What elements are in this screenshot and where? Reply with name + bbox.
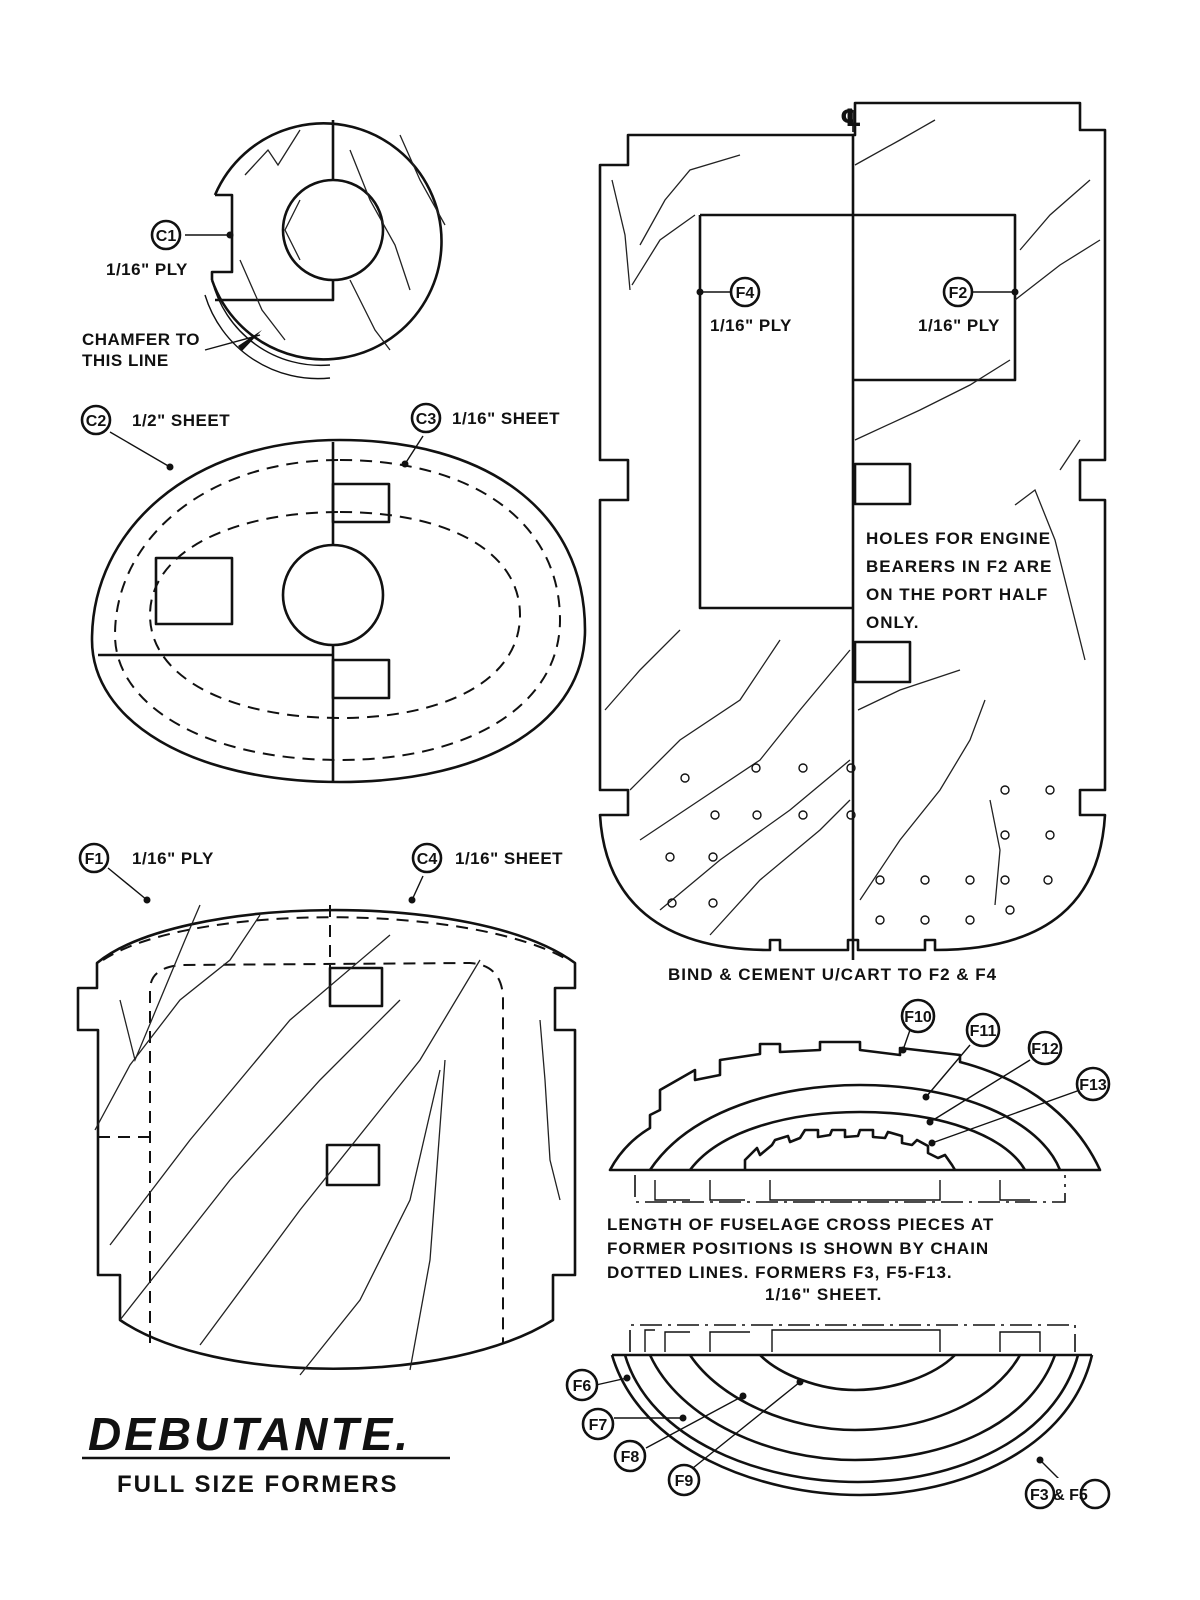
c3-dashed-outline (113, 458, 562, 762)
f6-arc (623, 1354, 1080, 1484)
f1-upper-slot (328, 966, 384, 1008)
c2-outer-edge (90, 438, 587, 784)
f7-tag-circle (581, 1407, 615, 1441)
c3-tag-circle (410, 402, 442, 434)
c4-dashed-outline (102, 916, 569, 961)
f10-tag: F10 (904, 1009, 932, 1026)
f7-arc (648, 1354, 1057, 1462)
chamfer-arrow (238, 330, 262, 351)
f13-tag-circle (1075, 1066, 1111, 1102)
c1-split-line (215, 280, 335, 302)
f4-tag-circle (729, 276, 761, 308)
c4-tag-circle (411, 842, 443, 874)
c3-material: 1/16" SHEET (452, 409, 560, 428)
f3-f5-arc (610, 1354, 1094, 1497)
f9-tag-circle (667, 1463, 701, 1497)
f4-cutout (698, 215, 853, 610)
c1-outer-edge (210, 122, 443, 361)
f2-f4-outline (598, 101, 1107, 952)
f4-material: 1/16" PLY (710, 316, 792, 335)
f4-tag: F4 (736, 285, 755, 302)
drawing-title: DEBUTANTE. (88, 1408, 411, 1460)
chamfer-note-line1: CHAMFER TO (82, 330, 200, 349)
f7-tag: F7 (589, 1417, 608, 1434)
f1-outline (76, 908, 577, 1371)
f1-material: 1/16" PLY (132, 849, 214, 868)
c2-tag-circle (80, 404, 112, 436)
f9-arc (759, 1354, 956, 1392)
f1-tag-circle (78, 842, 110, 874)
part-f2-f4: ℄ F4 1/16" PLY F2 1/16" PLY HOLES FOR EN… (598, 101, 1107, 984)
c3-tag: C3 (416, 411, 437, 428)
bind-note: BIND & CEMENT U/CART TO F2 & F4 (668, 965, 997, 984)
f3-f5-tag: F3 & F5 (1030, 1487, 1088, 1504)
c4-material: 1/16" SHEET (455, 849, 563, 868)
engine-note-line2: BEARERS IN F2 ARE (866, 557, 1052, 576)
f8-tag: F8 (621, 1449, 640, 1466)
engine-note-line4: ONLY. (866, 613, 920, 632)
engine-note-line1: HOLES FOR ENGINE (866, 529, 1051, 548)
f1-tag: F1 (85, 851, 104, 868)
c1-tag: C1 (156, 228, 177, 245)
cross-pieces-note: LENGTH OF FUSELAGE CROSS PIECES AT FORME… (607, 1215, 994, 1304)
f13-tag: F13 (1079, 1077, 1107, 1094)
f10-outline (608, 1040, 1102, 1172)
f12-tag-circle (1027, 1030, 1063, 1066)
f2-material: 1/16" PLY (918, 316, 1000, 335)
f2-tag-circle (942, 276, 974, 308)
title-block: DEBUTANTE. FULL SIZE FORMERS (82, 1408, 450, 1498)
part-c2-c3: C2 1/2" SHEET C3 1/16" SHEET (80, 402, 587, 784)
svg-text:1/16" SHEET.: 1/16" SHEET. (765, 1285, 882, 1304)
f12-tag: F12 (1031, 1041, 1059, 1058)
svg-text:FORMER POSITIONS IS SHOWN BY C: FORMER POSITIONS IS SHOWN BY CHAIN (607, 1239, 989, 1258)
c2-lower-slot (331, 658, 391, 700)
f6-tag-circle (565, 1368, 599, 1402)
svg-text:LENGTH OF FUSELAGE CROSS PIECE: LENGTH OF FUSELAGE CROSS PIECES AT (607, 1215, 994, 1234)
f13-outline (743, 1128, 957, 1171)
f9-tag: F9 (675, 1473, 694, 1490)
f8-arc (688, 1354, 1022, 1432)
c4-tag: C4 (417, 851, 438, 868)
engine-note-line3: ON THE PORT HALF (866, 585, 1048, 604)
c1-tag-circle (150, 219, 182, 251)
f10-tag-circle (900, 998, 936, 1034)
f11-tag: F11 (970, 1023, 997, 1040)
centerline-symbol: ℄ (840, 105, 864, 132)
f2-tag: F2 (949, 285, 968, 302)
f1-lower-slot (325, 1143, 381, 1187)
chamfer-note-line2: THIS LINE (82, 351, 169, 370)
f11-arc (648, 1083, 1062, 1171)
c2-upper-slot (331, 482, 391, 524)
c1-notch (210, 193, 234, 280)
c2-tag: C2 (86, 413, 107, 430)
part-f1-c4: F1 1/16" PLY C4 1/16" SHEET (76, 842, 577, 1376)
f11-tag-circle (965, 1012, 1001, 1048)
upper-formers: F10 F11 F12 F13 (608, 998, 1111, 1203)
c2-square-cutout (154, 556, 234, 626)
c1-material: 1/16" PLY (106, 260, 188, 279)
engine-bearer-hole-2 (853, 640, 912, 684)
svg-text:DOTTED LINES. FORMERS F3, F5-: DOTTED LINES. FORMERS F3, F5-F13. (607, 1263, 953, 1282)
f12-arc (688, 1110, 1027, 1171)
lower-formers: F6 F7 F8 F9 F3 & F5 (565, 1324, 1114, 1510)
engine-bearer-hole-1 (853, 462, 912, 506)
drawing-subtitle: FULL SIZE FORMERS (117, 1471, 399, 1498)
f6-tag: F6 (573, 1378, 592, 1395)
c2-material: 1/2" SHEET (132, 411, 230, 430)
lightening-holes (665, 763, 1055, 925)
part-c1: C1 1/16" PLY CHAMFER TO THIS LINE (82, 120, 446, 380)
f8-tag-circle (613, 1439, 647, 1473)
c2-center-hole (281, 543, 385, 647)
f2-cutout-top (700, 213, 1017, 382)
